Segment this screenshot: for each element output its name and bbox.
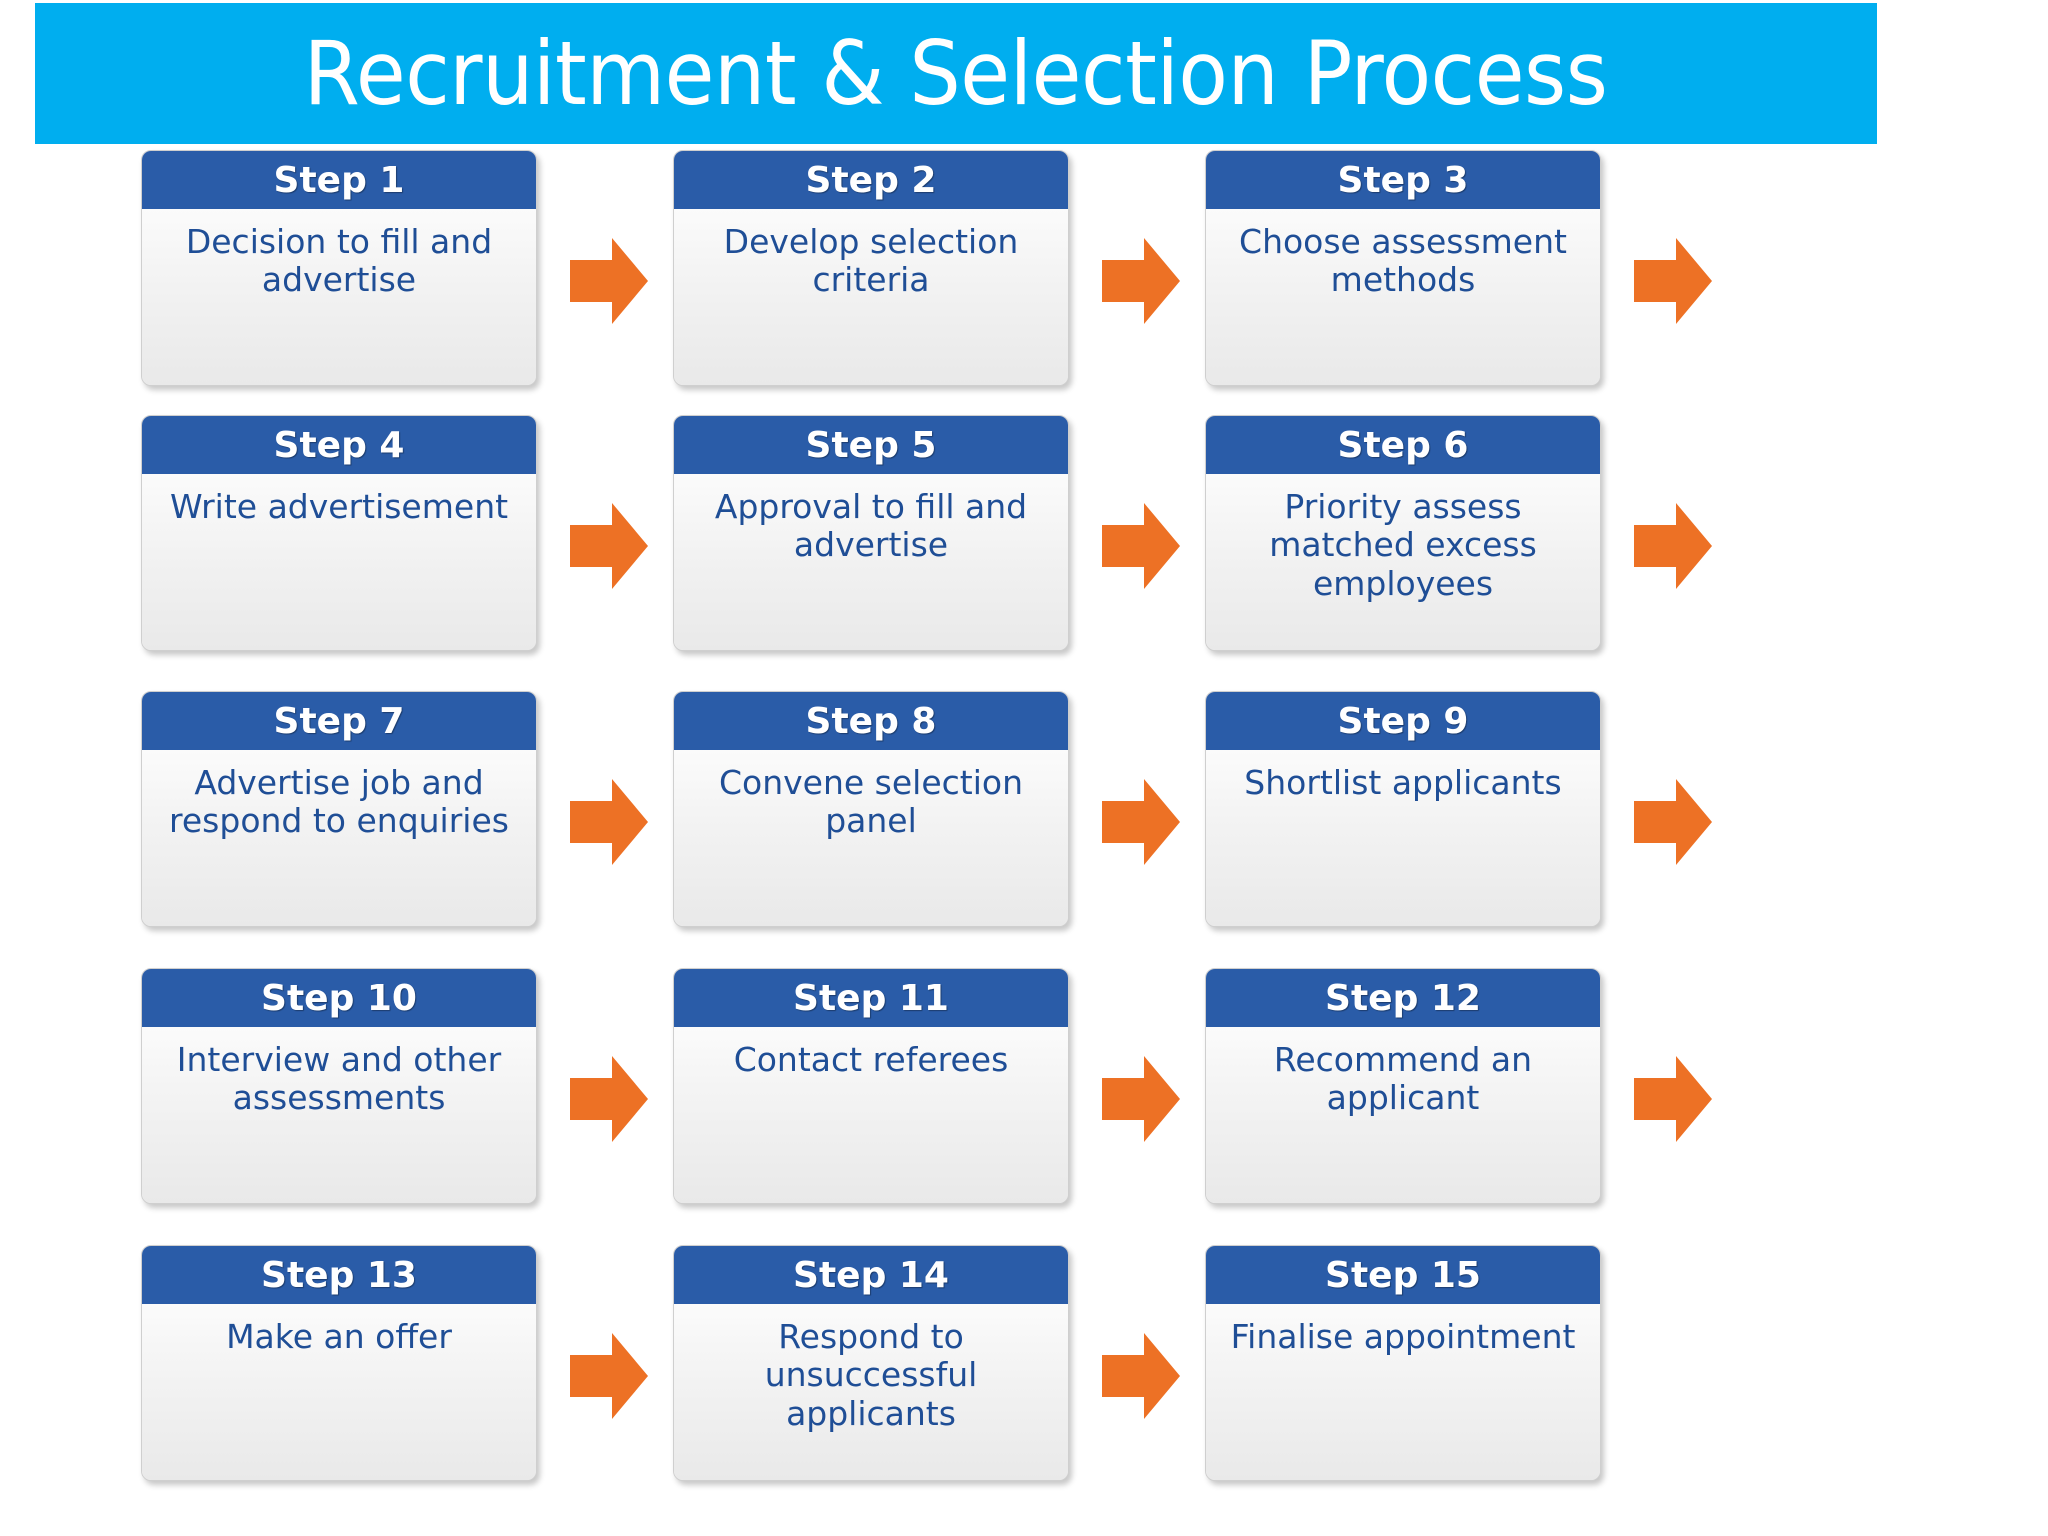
step-description-13: Make an offer xyxy=(142,1304,536,1480)
step-description-3: Choose assessment methods xyxy=(1206,209,1600,385)
step-description-10: Interview and other assessments xyxy=(142,1027,536,1203)
step-header-8: Step 8 xyxy=(674,692,1068,750)
step-description-2: Develop selection criteria xyxy=(674,209,1068,385)
step-header-1: Step 1 xyxy=(142,151,536,209)
step-description-9: Shortlist applicants xyxy=(1206,750,1600,926)
right-block-arrow-icon-after-step-8 xyxy=(1102,779,1180,865)
right-block-arrow-icon-after-step-10 xyxy=(570,1056,648,1142)
step-description-8: Convene selection panel xyxy=(674,750,1068,926)
step-header-13: Step 13 xyxy=(142,1246,536,1304)
step-header-7: Step 7 xyxy=(142,692,536,750)
step-description-4: Write advertisement xyxy=(142,474,536,650)
right-block-arrow-icon-after-step-14 xyxy=(1102,1333,1180,1419)
step-header-9: Step 9 xyxy=(1206,692,1600,750)
right-block-arrow-icon-after-step-13 xyxy=(570,1333,648,1419)
step-description-1: Decision to fill and advertise xyxy=(142,209,536,385)
right-block-arrow-icon-after-step-11 xyxy=(1102,1056,1180,1142)
right-block-arrow-icon-after-step-12 xyxy=(1634,1056,1712,1142)
step-description-11: Contact referees xyxy=(674,1027,1068,1203)
step-header-3: Step 3 xyxy=(1206,151,1600,209)
step-header-4: Step 4 xyxy=(142,416,536,474)
right-block-arrow-icon-after-step-7 xyxy=(570,779,648,865)
step-description-7: Advertise job and respond to enquiries xyxy=(142,750,536,926)
step-header-10: Step 10 xyxy=(142,969,536,1027)
step-description-15: Finalise appointment xyxy=(1206,1304,1600,1480)
step-header-15: Step 15 xyxy=(1206,1246,1600,1304)
page-title: Recruitment & Selection Process xyxy=(304,21,1608,125)
step-header-5: Step 5 xyxy=(674,416,1068,474)
right-block-arrow-icon-after-step-9 xyxy=(1634,779,1712,865)
page-title-banner: Recruitment & Selection Process xyxy=(35,3,1877,144)
step-header-14: Step 14 xyxy=(674,1246,1068,1304)
step-description-14: Respond to unsuccessful applicants xyxy=(674,1304,1068,1480)
right-block-arrow-icon-after-step-5 xyxy=(1102,503,1180,589)
right-block-arrow-icon-after-step-6 xyxy=(1634,503,1712,589)
step-header-2: Step 2 xyxy=(674,151,1068,209)
right-block-arrow-icon-after-step-3 xyxy=(1634,238,1712,324)
step-header-12: Step 12 xyxy=(1206,969,1600,1027)
right-block-arrow-icon-after-step-4 xyxy=(570,503,648,589)
right-block-arrow-icon-after-step-1 xyxy=(570,238,648,324)
step-header-11: Step 11 xyxy=(674,969,1068,1027)
step-description-5: Approval to fill and advertise xyxy=(674,474,1068,650)
step-description-12: Recommend an applicant xyxy=(1206,1027,1600,1203)
right-block-arrow-icon-after-step-2 xyxy=(1102,238,1180,324)
step-description-6: Priority assess matched excess employees xyxy=(1206,474,1600,650)
step-header-6: Step 6 xyxy=(1206,416,1600,474)
